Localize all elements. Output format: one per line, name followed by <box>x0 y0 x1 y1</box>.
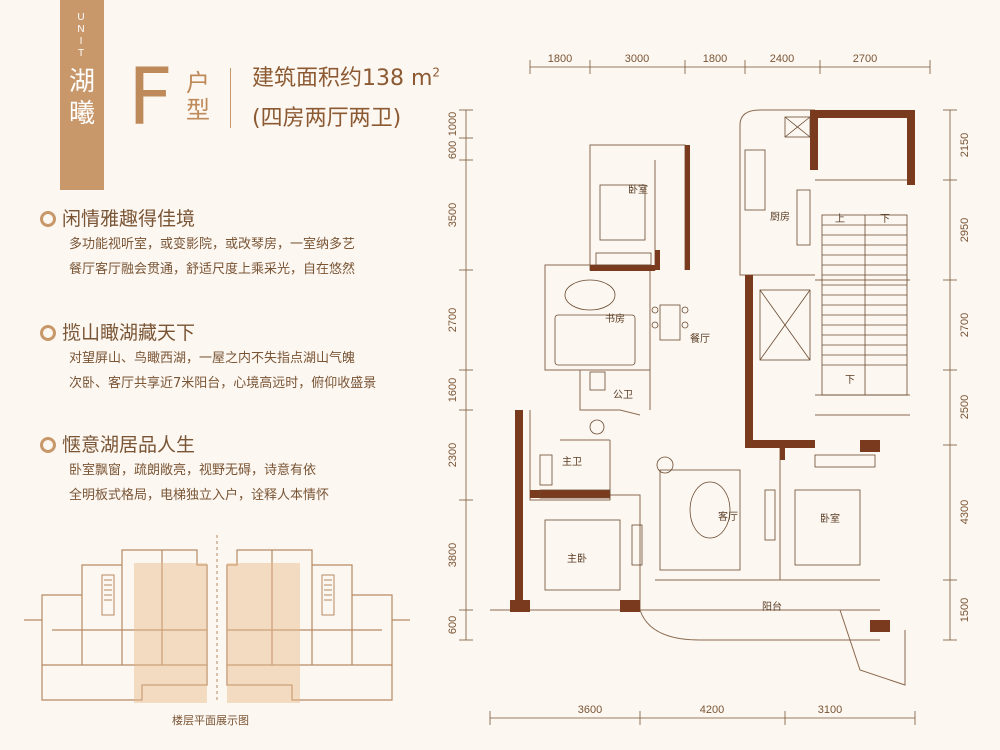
feature-desc: 卧室飘窗，疏朗敞亮，视野无碍，诗意有依 全明板式格局，电梯独立入户，诠释人本情怀 <box>69 458 329 508</box>
unit-letter: N <box>77 24 87 35</box>
feature-line: 多功能视听室，或变影院，或改琴房，一室纳多艺 <box>69 237 356 252</box>
feature-line: 餐厅客厅融会贯通，舒适尺度上乘采光，自在悠然 <box>69 262 356 277</box>
room-label-public-bath: 公卫 <box>613 390 633 401</box>
floor-area-unit-sup: 2 <box>432 65 441 80</box>
feature-desc: 多功能视听室，或变影院，或改琴房，一室纳多艺 餐厅客厅融会贯通，舒适尺度上乘采光… <box>69 232 355 282</box>
stair-label-down-lower: 下 <box>845 375 855 386</box>
ring-bullet-icon <box>40 325 56 341</box>
structural-walls <box>510 110 915 632</box>
room-label-living: 客厅 <box>718 510 738 523</box>
room-label-study: 书房 <box>605 312 625 325</box>
ring-bullet-icon <box>40 211 56 227</box>
dim-top-1: 1800 <box>548 53 572 65</box>
room-label-kitchen: 厨房 <box>770 210 790 223</box>
room-label-dining: 餐厅 <box>690 332 710 345</box>
dim-bottom-1: 3600 <box>578 704 602 716</box>
room-label-master-bedroom: 主卧 <box>567 552 587 565</box>
feature-title-text: 闲情雅趣得佳境 <box>62 208 196 230</box>
ring-bullet-icon <box>40 437 56 453</box>
stair-label-up: 上 <box>835 213 845 225</box>
room-label-master-bath: 主卫 <box>562 456 582 468</box>
unit-label: U N I T <box>60 0 104 60</box>
unit-type-letter: F <box>128 53 173 143</box>
feature-line: 次卧、客厅共享近7米阳台，心境高远时，俯仰收盛景 <box>69 376 377 391</box>
floor-area-text: 建筑面积约138 m <box>252 66 433 91</box>
room-label-bedroom: 卧室 <box>628 183 648 196</box>
project-name: 湖 曦 <box>60 66 104 130</box>
dim-top-5: 2700 <box>853 53 877 65</box>
feature-title-text: 惬意湖居品人生 <box>62 434 196 456</box>
feature-line: 卧室飘窗，疏朗敞亮，视野无碍，诗意有依 <box>69 463 317 478</box>
dim-right-5: 4300 <box>959 500 971 524</box>
bed-bedroom2 <box>599 184 646 241</box>
feature-title: 揽山瞰湖藏天下 <box>40 318 195 345</box>
dim-right-1: 2150 <box>959 133 971 157</box>
highlighted-unit-left <box>134 563 207 703</box>
floor-area: 建筑面积约138 m2 <box>252 60 440 92</box>
keyplan-caption: 楼层平面展示图 <box>172 714 249 727</box>
bed-master <box>544 519 621 591</box>
dim-left-4: 2700 <box>447 308 459 332</box>
dim-top-3: 1800 <box>703 53 727 65</box>
dim-right-3: 2700 <box>959 313 971 337</box>
unit-type-char: 户 <box>186 69 210 97</box>
unit-letter: T <box>77 48 87 59</box>
dim-left-2: 600 <box>447 141 459 159</box>
dim-top-2: 3000 <box>625 53 649 65</box>
floor-plan: 1800 3000 1800 2400 2700 3600 4200 3100 … <box>447 53 971 725</box>
dim-left-1: 1000 <box>447 112 459 136</box>
room-label-balcony: 阳台 <box>762 600 782 613</box>
dim-right-6: 1500 <box>959 598 971 622</box>
title-divider <box>230 68 231 128</box>
dim-top-4: 2400 <box>770 53 794 65</box>
unit-letter: U <box>77 12 87 23</box>
feature-line: 全明板式格局，电梯独立入户，诠释人本情怀 <box>69 488 330 503</box>
unit-type-word: 户 型 <box>186 70 212 124</box>
feature-title: 闲情雅趣得佳境 <box>40 204 195 231</box>
furniture <box>539 149 876 591</box>
dim-left-5: 1600 <box>447 378 459 402</box>
dim-bottom-2: 4200 <box>700 704 724 716</box>
room-configuration: (四房两厅两卫) <box>252 106 402 131</box>
project-name-char: 湖 <box>68 67 95 97</box>
unit-type-char: 型 <box>186 96 210 124</box>
unit-letter: I <box>79 36 85 47</box>
stairwell <box>759 116 908 396</box>
highlighted-unit-right <box>227 563 300 703</box>
dim-left-6: 2300 <box>447 443 459 467</box>
dim-bottom-3: 3100 <box>818 704 842 716</box>
dim-right-2: 2950 <box>959 218 971 242</box>
project-name-char: 曦 <box>68 99 95 129</box>
dim-right-4: 2500 <box>959 395 971 419</box>
bed-bedroom3 <box>794 489 861 566</box>
unit-name-tag: U N I T 湖 曦 <box>60 0 104 190</box>
dim-left-3: 3500 <box>447 203 459 227</box>
feature-title-text: 揽山瞰湖藏天下 <box>62 322 196 344</box>
dim-left-8: 600 <box>447 616 459 634</box>
floor-keyplan-thumbnail <box>24 535 410 703</box>
dim-left-7: 3800 <box>447 543 459 567</box>
stair-label-down: 下 <box>880 214 890 225</box>
feature-title: 惬意湖居品人生 <box>40 430 195 457</box>
coffee-table <box>689 481 731 539</box>
thin-walls <box>490 109 910 686</box>
feature-line: 对望屏山、鸟瞰西湖，一屋之内不失指点湖山气魄 <box>69 351 356 366</box>
dimension-lines <box>459 60 957 725</box>
room-label-bedroom-3: 卧室 <box>820 512 840 525</box>
feature-desc: 对望屏山、鸟瞰西湖，一屋之内不失指点湖山气魄 次卧、客厅共享近7米阳台，心境高远… <box>69 346 376 396</box>
